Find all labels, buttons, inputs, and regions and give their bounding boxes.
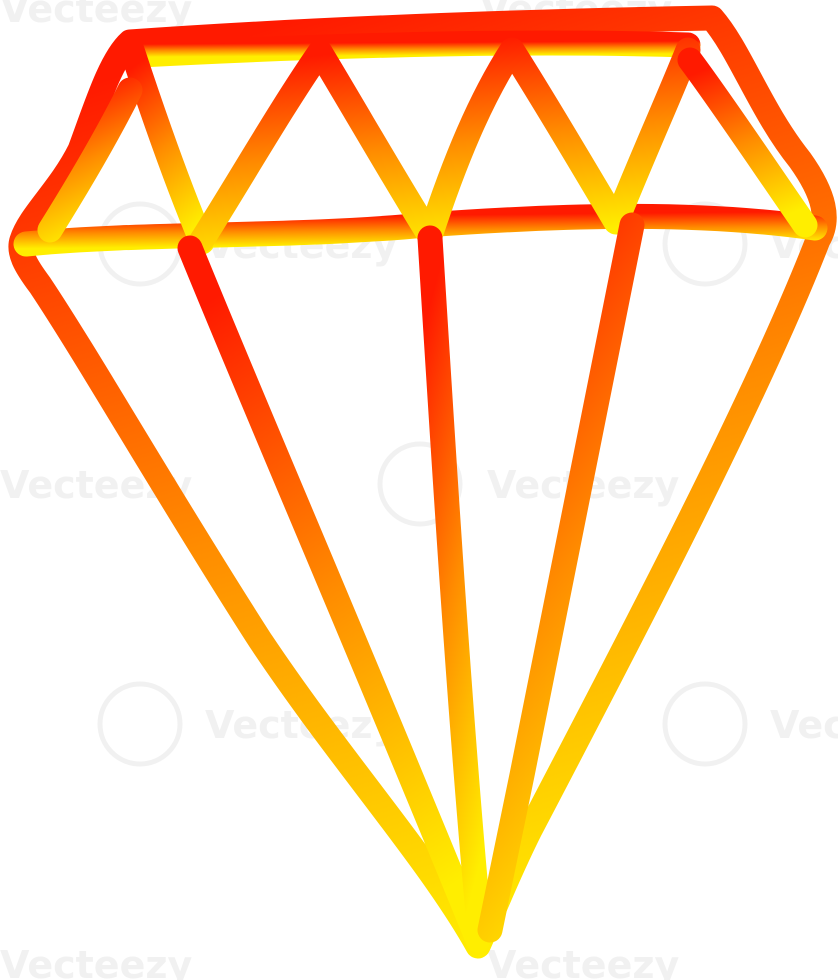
- watermark-text: Vecteezy: [0, 943, 192, 980]
- watermark-bottom: Vecteezy Vecteezy: [0, 943, 679, 980]
- diamond-crown-right-small: [677, 47, 818, 238]
- diamond-pavilion-right: [477, 212, 645, 943]
- watermark-text: Vecteezy: [487, 943, 679, 980]
- watermark-logo-icon: [662, 681, 748, 767]
- diamond-outline: [8, 5, 837, 959]
- diamond-strokes: [8, 5, 837, 959]
- watermark-text: Vecteezy: [0, 0, 192, 31]
- watermark-logo-icon: [377, 441, 463, 527]
- diamond-crown-left-facet: [119, 37, 215, 255]
- diamond-crown-left-small: [37, 77, 143, 243]
- watermark-logo-icon: [662, 201, 748, 287]
- diamond-crown-zigzag: [189, 37, 701, 253]
- diamond-pavilion-left: [177, 235, 491, 953]
- watermark-text: Vecteezy: [770, 703, 838, 747]
- watermark-logo-icon: [97, 681, 183, 767]
- diamond-pavilion-center: [417, 225, 493, 948]
- diamond-table-edge: [127, 30, 701, 68]
